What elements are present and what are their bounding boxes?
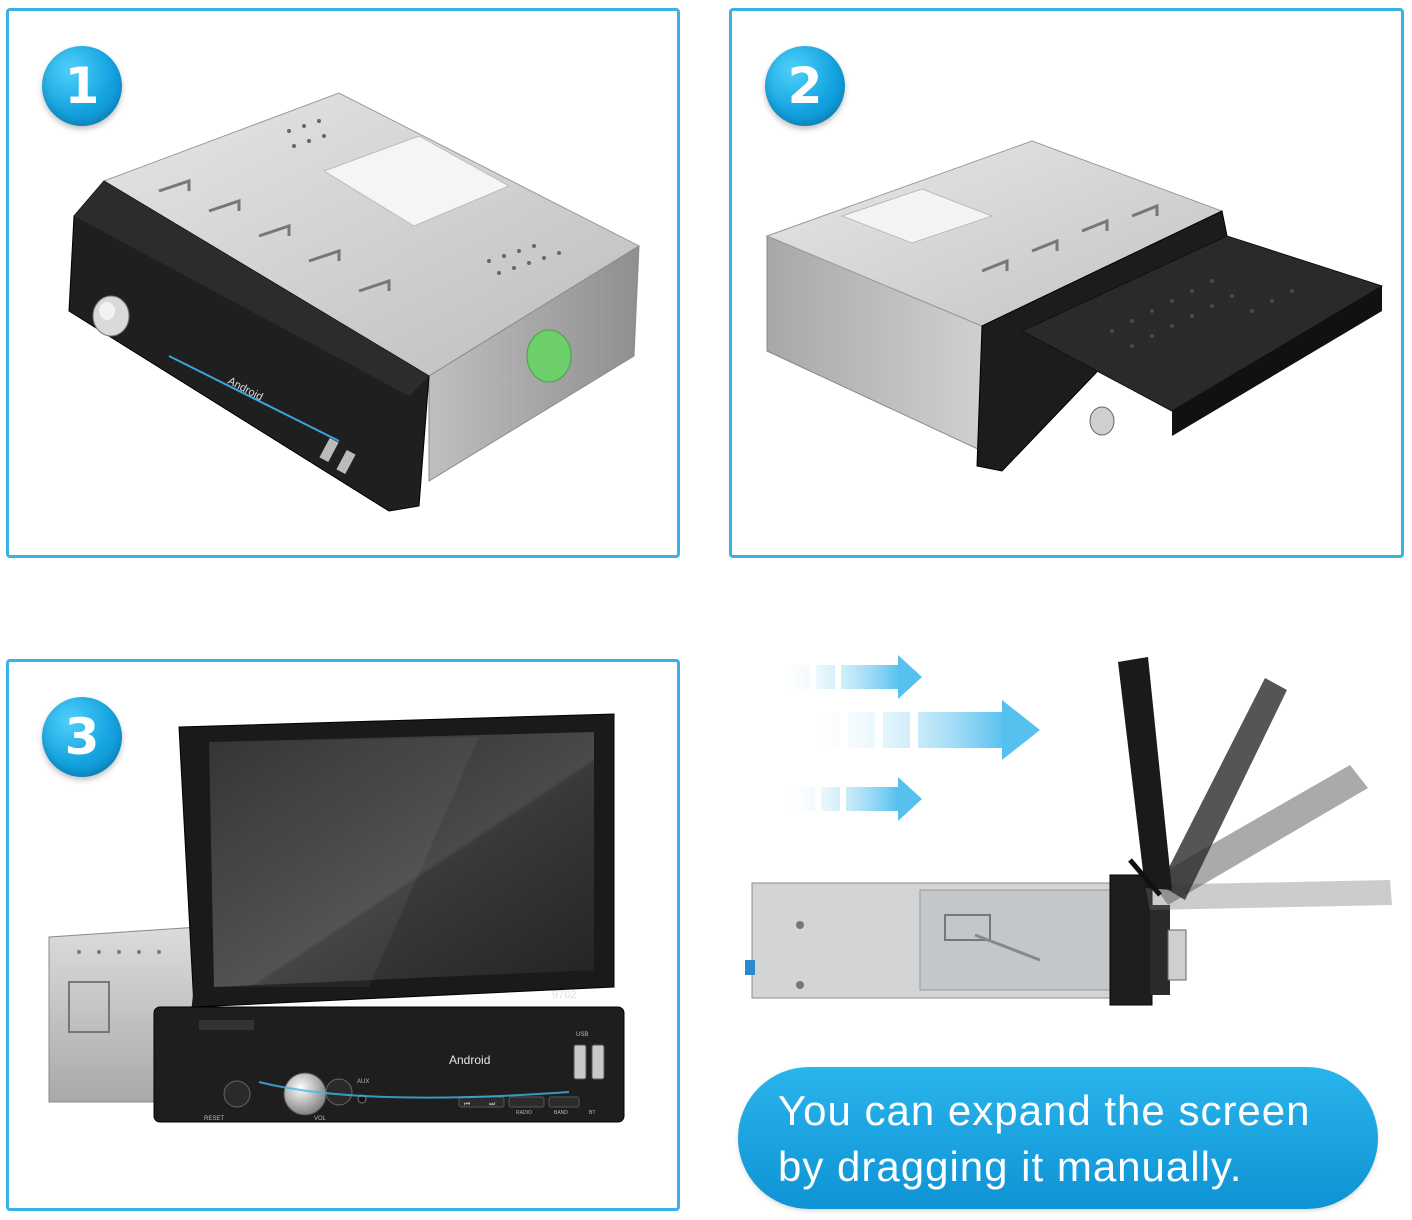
pulled-out-screen-image <box>765 140 1384 472</box>
caption-line-1: You can expand the screen <box>778 1087 1311 1134</box>
usb-port-1 <box>573 1044 587 1080</box>
closed-head-unit-image: Android <box>68 92 641 512</box>
usb-port-2 <box>591 1044 605 1080</box>
caption-line-2: by dragging it manually. <box>778 1143 1243 1190</box>
chassis-side-view <box>745 874 1187 1006</box>
aux-label: AUX <box>357 1079 369 1085</box>
radio-button <box>508 1096 545 1108</box>
screen-positions <box>1118 657 1392 910</box>
caption-bubble: You can expand the screen by dragging it… <box>738 1067 1378 1209</box>
device-brand-label-3: Android <box>449 1053 490 1067</box>
reset-label: RESET <box>204 1116 224 1122</box>
next-track-icon: ⏭ <box>489 1101 496 1108</box>
radio-label: RADIO <box>516 1110 532 1116</box>
motion-arrows <box>775 655 1040 821</box>
step-2-badge: 2 <box>765 46 845 126</box>
band-button <box>548 1096 580 1108</box>
step-3-badge: 3 <box>42 697 122 777</box>
band-label: BAND <box>554 1110 568 1116</box>
power-button <box>223 1080 251 1108</box>
volume-knob <box>283 1072 327 1116</box>
aux-button <box>325 1078 353 1106</box>
bt-label: BT <box>589 1110 595 1116</box>
step-1-panel: 1 <box>6 8 680 558</box>
step-2-panel: 2 <box>729 8 1404 558</box>
prev-track-icon: ⏮ <box>464 1101 470 1108</box>
step-3-panel: 3 9702 <box>6 659 680 1211</box>
usb-label: USB <box>576 1032 588 1038</box>
vol-label: VOL <box>314 1116 327 1122</box>
step-1-badge: 1 <box>42 46 122 126</box>
device-model-label: 9702 <box>552 989 576 1001</box>
raised-screen-image: 9702 Android USB RESET VOL AUX RADIO BAN… <box>48 713 625 1123</box>
